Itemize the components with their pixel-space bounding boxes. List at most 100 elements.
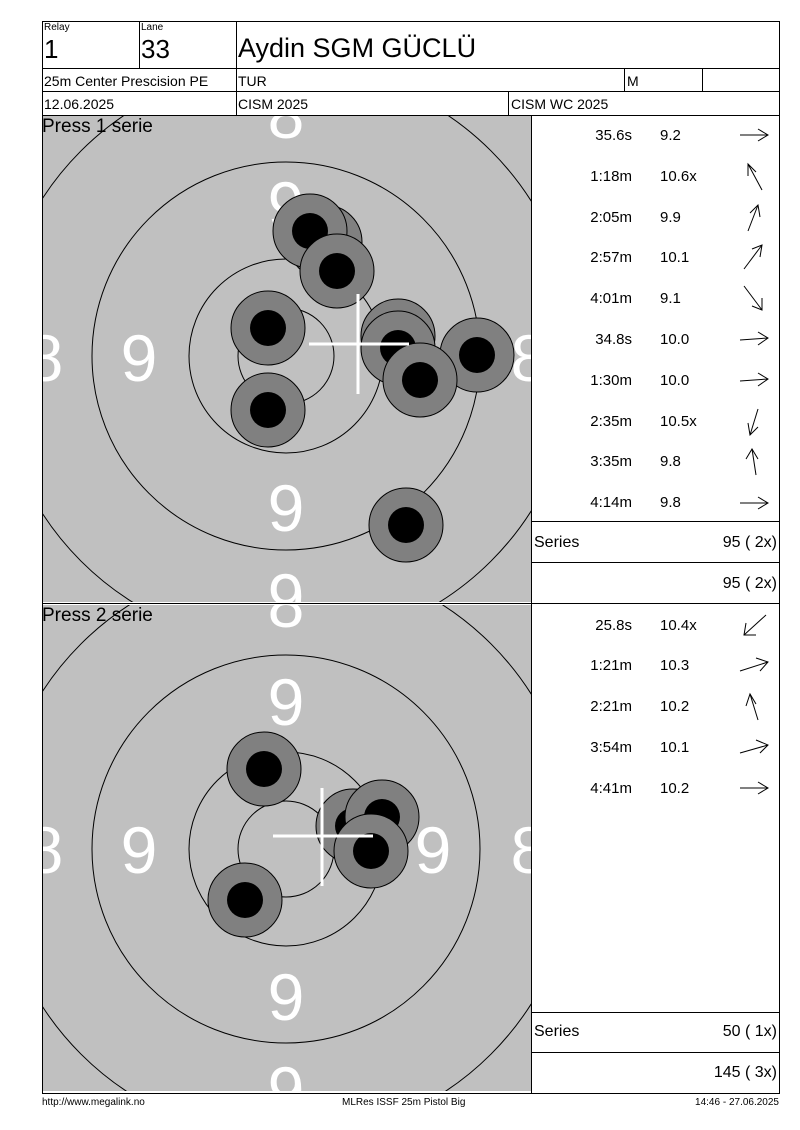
ring-label: 8 <box>43 321 63 395</box>
gender: M <box>627 73 639 89</box>
arrow-up-right-icon <box>743 244 763 270</box>
shot-time: 1:18m <box>590 168 632 185</box>
shot-row: 4:41m 10.2 <box>534 768 778 808</box>
shot-time: 4:01m <box>590 290 632 307</box>
nation: TUR <box>238 73 267 89</box>
series-label: Series <box>534 1023 580 1040</box>
shot-row: 35.6s 9.2 <box>534 115 778 155</box>
shot-score: 10.1 <box>660 739 690 756</box>
ring-label: 9 <box>268 960 305 1034</box>
event-name: 25m Center Prescision PE <box>44 73 209 89</box>
shot-hole <box>230 372 306 448</box>
arrow-right-icon <box>739 331 769 346</box>
shot-row: 2:05m 9.9 <box>534 197 778 237</box>
lane-value: 33 <box>141 34 170 64</box>
shot-holes <box>207 731 420 938</box>
shooter-name: Aydin SGM GÜCLÜ <box>238 33 477 63</box>
arrow-right-up-icon <box>739 739 769 754</box>
series-label: Series <box>534 534 580 551</box>
shot-row: 4:14m 9.8 <box>534 482 778 522</box>
shot-time: 1:30m <box>590 372 632 389</box>
ring-label: 9 <box>268 471 305 545</box>
lane-label: Lane <box>141 22 164 33</box>
series-total: 50 ( 1x) <box>722 1023 777 1040</box>
ring-label: 9 <box>415 813 452 887</box>
shot-score: 10.0 <box>660 331 690 348</box>
shot-row: 3:54m 10.1 <box>534 727 778 767</box>
competition: CISM 2025 <box>238 96 309 112</box>
shot-score: 10.4x <box>660 617 697 634</box>
shot-time: 2:57m <box>590 249 632 266</box>
shot-score: 9.9 <box>660 209 681 226</box>
series-total: 95 ( 2x) <box>722 534 777 551</box>
shot-time: 4:14m <box>590 494 632 511</box>
ring-label: 8 <box>511 813 531 887</box>
shot-hole <box>226 731 302 807</box>
arrow-right-icon <box>740 781 769 795</box>
panel-title: Press 1 serie <box>42 116 153 137</box>
shot-score: 10.1 <box>660 249 690 266</box>
shot-score: 9.8 <box>660 494 681 511</box>
shot-hole <box>299 233 375 309</box>
shot-row: 4:01m 9.1 <box>534 278 778 318</box>
ring-label: 8 <box>511 321 531 395</box>
ring-label: 8 <box>268 605 305 641</box>
running-total: 145 ( 3x) <box>713 1064 777 1081</box>
shot-time: 2:21m <box>590 698 632 715</box>
footer-software: MLRes ISSF 25m Pistol Big <box>342 1097 466 1108</box>
shot-score: 10.0 <box>660 372 690 389</box>
target-background <box>43 605 531 1091</box>
shot-row: 1:21m 10.3 <box>534 645 778 685</box>
shot-hole <box>439 317 515 393</box>
shot-time: 2:35m <box>590 413 632 430</box>
shot-hole <box>368 487 444 563</box>
shot-row: 25.8s 10.4x <box>534 605 778 645</box>
shot-score: 10.2 <box>660 698 690 715</box>
ring-label: 9 <box>121 321 158 395</box>
shot-time: 34.8s <box>595 331 632 348</box>
shot-row: 2:21m 10.2 <box>534 686 778 726</box>
shot-time: 2:05m <box>590 209 632 226</box>
shot-row: 1:30m 10.0 <box>534 360 778 400</box>
ring-label: 9 <box>268 1053 305 1091</box>
arrow-down-left-icon <box>747 408 759 437</box>
shot-time: 25.8s <box>595 617 632 634</box>
date: 12.06.2025 <box>44 96 115 112</box>
arrow-right-icon <box>740 128 769 142</box>
shot-time: 3:54m <box>590 739 632 756</box>
shot-hole <box>382 342 458 418</box>
target-1: 8 9 9 8 9 8 9 <box>43 116 531 602</box>
ring-label: 9 <box>121 813 158 887</box>
shot-score: 10.5x <box>660 413 697 430</box>
shot-row: 3:35m 9.8 <box>534 441 778 481</box>
shot-score: 10.6x <box>660 168 697 185</box>
ring-label: 8 <box>43 813 63 887</box>
shot-row: 34.8s 10.0 <box>534 319 778 359</box>
arrow-up-left-icon <box>745 692 759 721</box>
footer-timestamp: 14:46 - 27.06.2025 <box>695 1097 779 1108</box>
arrow-right-icon <box>739 372 769 387</box>
match-name: CISM WC 2025 <box>511 96 609 112</box>
group-center-cross <box>273 788 373 886</box>
shot-row: 2:35m 10.5x <box>534 401 778 441</box>
ring-labels: 8 9 9 8 9 9 8 9 <box>43 605 531 1091</box>
shot-row: 2:57m 10.1 <box>534 237 778 277</box>
ring-label: 9 <box>268 665 305 739</box>
relay-value: 1 <box>44 34 59 64</box>
shot-time: 3:35m <box>590 453 632 470</box>
arrow-up-right-icon <box>747 203 761 232</box>
shot-time: 1:21m <box>590 657 632 674</box>
relay-label: Relay <box>44 22 70 33</box>
ring-label: 9 <box>268 560 305 602</box>
arrow-down-left-icon <box>743 614 767 636</box>
arrow-right-up-icon <box>739 657 769 672</box>
group-center-cross <box>309 294 409 394</box>
shot-score: 10.2 <box>660 780 690 797</box>
ring-label: 8 <box>268 116 305 152</box>
arrow-up-left-icon <box>747 162 763 191</box>
shot-score: 9.1 <box>660 290 681 307</box>
footer-url-link[interactable]: http://www.megalink.no <box>42 1097 145 1108</box>
arrow-down-right-icon <box>743 285 763 311</box>
shot-score: 9.8 <box>660 453 681 470</box>
shot-row: 1:18m 10.6x <box>534 156 778 196</box>
